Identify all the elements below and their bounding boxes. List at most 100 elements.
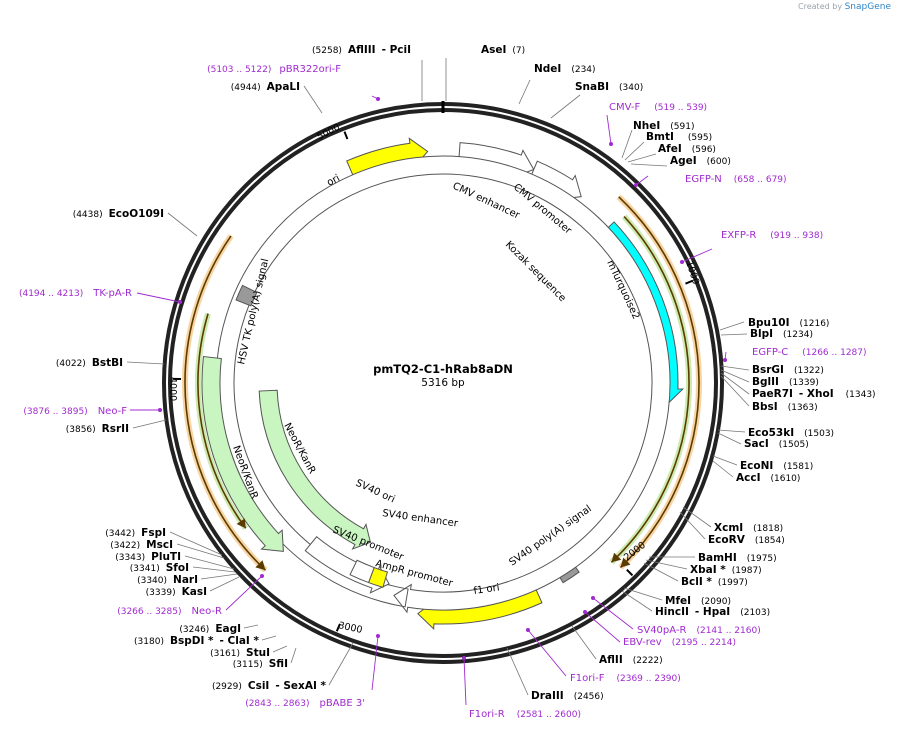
enzyme-label-eagi: (3246)EagI (179, 623, 241, 635)
enzyme-label-aflii: AflII(2222) (599, 654, 663, 666)
primer-label-sv40pa-r: SV40pA-R(2141 .. 2160) (637, 625, 761, 636)
enzyme-label-hincii-hpai: HincII- HpaI(2103) (655, 606, 770, 618)
snapgene-logo: SnapGene (845, 2, 891, 12)
primer-site-mark (723, 358, 727, 362)
primer-leader-line (137, 293, 180, 302)
primer-leader-line (585, 612, 620, 642)
enzyme-label-bcli: BclI *(1997) (681, 576, 748, 588)
tick-label-1000: 1000 (683, 260, 701, 286)
leader-line (127, 362, 164, 364)
primer-label-cmv-f: CMV-F(519 .. 539) (609, 102, 707, 113)
enzyme-label-apali: (4944)ApaLI (231, 81, 300, 93)
enzyme-label-ecorv: EcoRV(1854) (708, 534, 785, 546)
enzyme-label-kasi: (3339)KasI (146, 586, 207, 598)
primer-site-mark (634, 183, 638, 187)
leader-line (718, 433, 741, 444)
primer-leader-line (607, 115, 611, 144)
plasmid-name: pmTQ2-C1-hRab8aDN (373, 362, 513, 376)
enzyme-label-stui: (3161)StuI (210, 647, 270, 659)
primer-site-mark (583, 610, 587, 614)
leader-line (713, 461, 733, 477)
leader-line (631, 164, 667, 166)
primer-label-neo-f: (3876 .. 3895)Neo-F (23, 406, 127, 417)
primer-site-mark (178, 300, 182, 304)
leader-line (507, 648, 528, 695)
primer-site-mark (609, 142, 613, 146)
enzyme-label-saci: SacI(1505) (744, 438, 809, 450)
enzyme-label-rsrii: (3856)RsrII (66, 423, 129, 435)
tick-label-3000: 3000 (337, 620, 363, 636)
leader-line (210, 577, 239, 591)
enzyme-label-snabi: SnaBI(340) (575, 81, 643, 93)
leader-line (721, 334, 747, 335)
leader-line (718, 430, 745, 432)
enzyme-label-nari: (3340)NarI (137, 574, 198, 586)
primer-label-egfp-c: EGFP-C(1266 .. 1287) (752, 347, 867, 358)
enzyme-label-bglii: BglII(1339) (752, 376, 819, 388)
feature-label-cmv-enhancer: CMV enhancer (451, 181, 522, 222)
leader-line (628, 154, 656, 162)
enzyme-label-agei: AgeI(600) (670, 155, 731, 167)
leader-line (329, 643, 353, 685)
enzyme-label-bspdi-clai: (3180)BspDI *- ClaI * (134, 635, 259, 647)
enzyme-label-afliii-pcii: (5258)AflIII- PciI (312, 44, 411, 56)
leader-line (519, 80, 530, 104)
enzyme-label-csii-sexai: (2929)CsiI- SexAI * (212, 680, 327, 692)
primer-label-exfp-r: EXFP-R(919 .. 938) (721, 230, 823, 241)
leader-line (624, 588, 662, 600)
leader-line (622, 591, 652, 611)
enzyme-label-bbsi: BbsI(1363) (752, 401, 818, 413)
feature-label-kozak: Kozak sequence (503, 239, 568, 304)
primer-site-mark (462, 656, 466, 660)
primer-leader-line (372, 636, 378, 690)
enzyme-label-fspi: (3442)FspI (105, 527, 166, 539)
plasmid-size: 5316 bp (421, 377, 465, 389)
enzyme-label-sfoi: (3341)SfoI (130, 562, 189, 574)
leader-line (244, 625, 258, 628)
leader-line (133, 420, 166, 428)
leader-line (721, 366, 749, 370)
primer-label-neo-r: (3266 .. 3285)Neo-R (117, 606, 222, 617)
enzyme-label-bstbi: (4022)BstBI (56, 357, 123, 369)
snapgene-credit: Created by SnapGene (798, 2, 891, 12)
primer-site-mark (591, 596, 595, 600)
primer-label-f1ori-f: F1ori-F(2369 .. 2390) (570, 673, 681, 684)
primer-label-tk-pa-r: (4194 .. 4213)TK-pA-R (19, 288, 132, 299)
enzyme-label-paer7i-xhoi: PaeR7I- XhoI(1343) (752, 388, 876, 400)
enzyme-label-pluti: (3343)PluTI (115, 551, 181, 563)
primer-site-mark (260, 574, 264, 578)
primer-label-f1ori-r: F1ori-R(2581 .. 2600) (469, 709, 581, 720)
primer-label-ebv-rev: EBV-rev(2195 .. 2214) (623, 637, 736, 648)
leader-line (622, 130, 632, 158)
leader-line (551, 95, 580, 118)
tick-mark-2000 (627, 570, 633, 576)
leader-line (273, 646, 287, 652)
primer-label-pbabe-3: (2843 .. 2863)pBABE 3' (245, 698, 365, 709)
primer-site-mark (376, 97, 380, 101)
enzyme-label-sfii: (3115)SfiI (233, 658, 288, 670)
leader-line (625, 142, 644, 160)
tick-label-5000: 5000 (315, 122, 342, 143)
enzyme-label-draiii: DraIII(2456) (531, 690, 604, 702)
enzyme-label-xcmi: XcmI(1818) (714, 522, 783, 534)
feature-label-sv40-enhancer: SV40 enhancer (382, 508, 460, 530)
leader-line (201, 574, 237, 579)
enzyme-label-ndei: NdeI(234) (534, 63, 596, 75)
enzyme-label-msci: (3422)MscI (110, 539, 173, 551)
tick-mark-5000 (344, 132, 347, 139)
primer-leader-line (464, 658, 466, 705)
enzyme-label-blpi: BlpI(1234) (750, 328, 813, 340)
primer-site-mark (158, 408, 162, 412)
enzyme-label-bamhi: BamHI(1975) (698, 552, 777, 564)
primer-label-pbr322ori-f: (5103 .. 5122)pBR322ori-F (207, 64, 341, 75)
enzyme-label-afei: AfeI(596) (658, 143, 716, 155)
enzyme-label-bmti: BmtI(595) (646, 131, 712, 143)
leader-line (262, 636, 276, 640)
primer-label-egfp-n: EGFP-N(658 .. 679) (685, 174, 787, 185)
enzyme-label-asei: AseI(7) (481, 44, 525, 56)
enzyme-label-xbai: XbaI *(1987) (690, 564, 762, 576)
enzyme-label-ecoo109i: (4438)EcoO109I (73, 208, 164, 220)
primer-site-mark (376, 634, 380, 638)
primer-site-mark (526, 628, 530, 632)
tick-label-4000: 4000 (167, 377, 178, 401)
